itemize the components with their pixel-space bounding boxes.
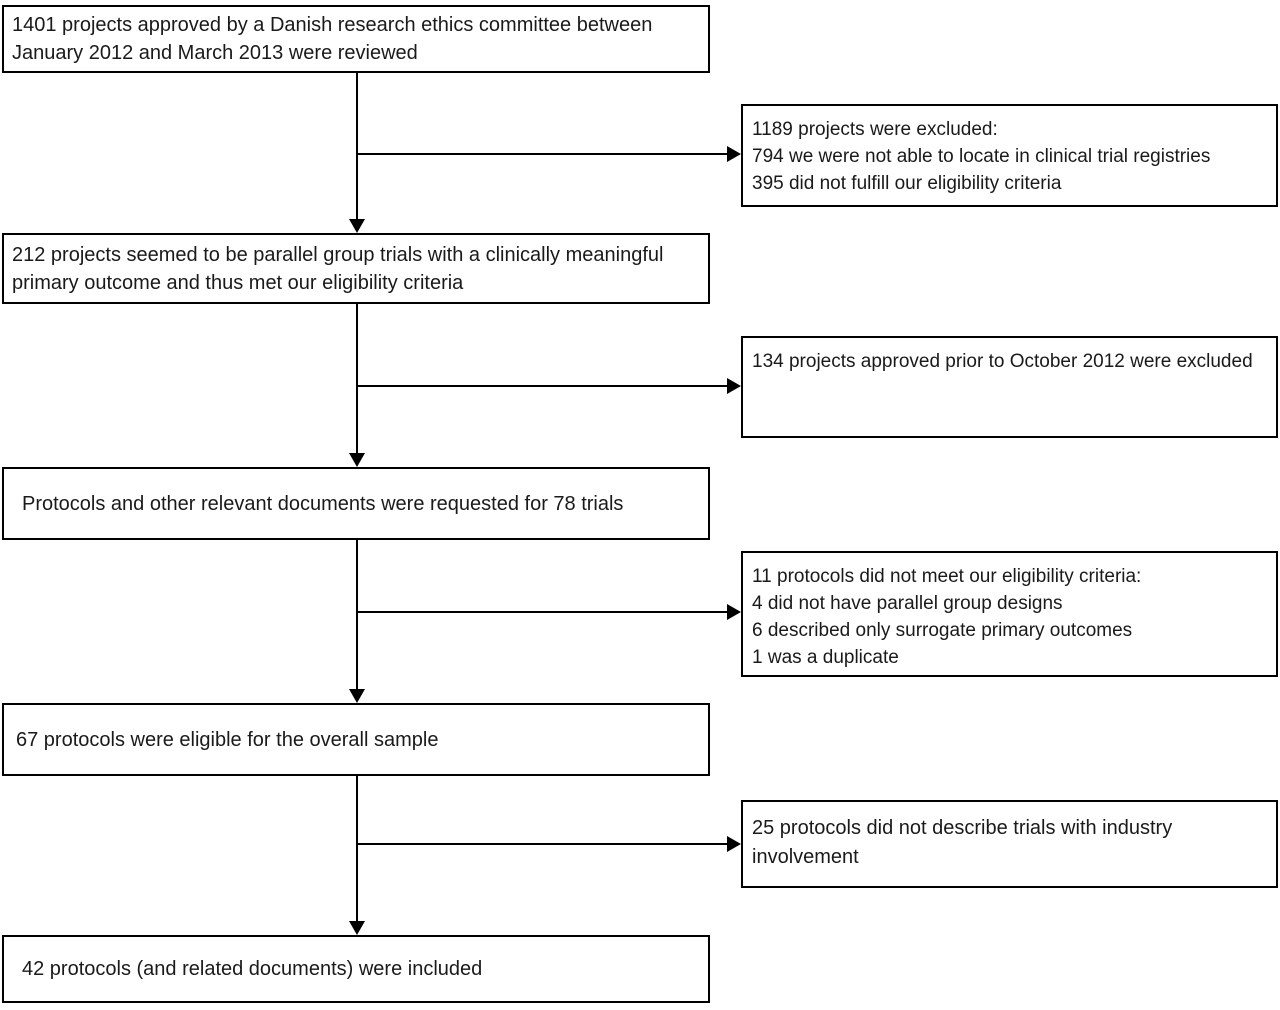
flow-box-protocols-eligible: 67 protocols were eligible for the overa… (2, 703, 710, 776)
right-arrowhead-4 (727, 836, 741, 852)
exclusion-line: 6 described only surrogate primary outco… (752, 620, 1133, 641)
flow-box-text: 67 protocols were eligible for the overa… (16, 728, 439, 751)
exclusion-line: 25 protocols did not describe trials wit… (752, 817, 1173, 868)
exclusion-box-registries: 1189 projects were excluded: 794 we were… (741, 104, 1278, 207)
exclusion-line: 1 was a duplicate (752, 647, 899, 668)
down-arrowhead-1 (349, 219, 365, 233)
flow-box-text: Protocols and other relevant documents w… (22, 492, 624, 515)
flow-box-protocols-requested: Protocols and other relevant documents w… (2, 467, 710, 540)
exclusion-line: 11 protocols did not meet our eligibilit… (752, 566, 1142, 587)
flow-box-text: 212 projects seemed to be parallel group… (12, 243, 664, 294)
flow-box-projects-reviewed: 1401 projects approved by a Danish resea… (2, 5, 710, 73)
flow-box-text: 42 protocols (and related documents) wer… (22, 958, 483, 980)
exclusion-line: 134 projects approved prior to October 2… (752, 351, 1253, 372)
right-arrowhead-2 (727, 378, 741, 394)
exclusion-box-industry: 25 protocols did not describe trials wit… (741, 800, 1278, 888)
exclusion-line: 794 we were not able to locate in clinic… (752, 146, 1211, 167)
exclusion-box-eligibility: 11 protocols did not meet our eligibilit… (741, 551, 1278, 677)
flow-box-protocols-included: 42 protocols (and related documents) wer… (2, 935, 710, 1003)
exclusion-line: 4 did not have parallel group designs (752, 593, 1063, 614)
flow-box-parallel-group-trials: 212 projects seemed to be parallel group… (2, 233, 710, 304)
down-arrowhead-4 (349, 921, 365, 935)
right-arrowhead-3 (727, 604, 741, 620)
flow-box-text: 1401 projects approved by a Danish resea… (12, 14, 653, 64)
down-arrowhead-2 (349, 453, 365, 467)
exclusion-line: 395 did not fulfill our eligibility crit… (752, 173, 1062, 194)
exclusion-line: 1189 projects were excluded: (752, 119, 998, 140)
right-arrowhead-1 (727, 146, 741, 162)
down-arrowhead-3 (349, 689, 365, 703)
exclusion-box-prior-october: 134 projects approved prior to October 2… (741, 336, 1278, 438)
